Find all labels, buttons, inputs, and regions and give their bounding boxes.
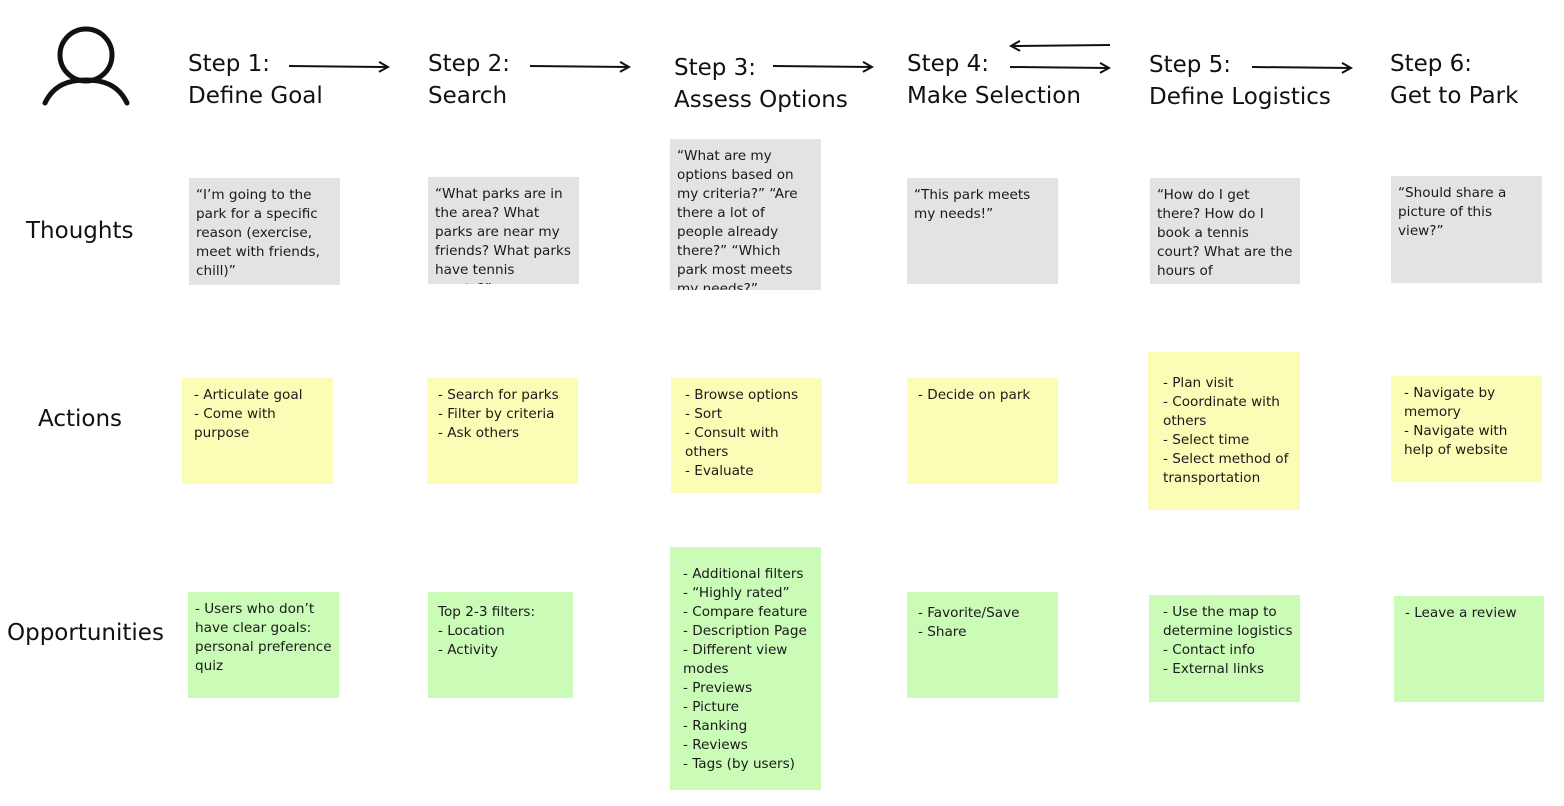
step-3-header: Step 3: Assess Options: [674, 52, 848, 116]
arrow-left-icon: [1011, 45, 1111, 46]
step-1-header: Step 1: Define Goal: [188, 48, 323, 112]
action-note: - Search for parks - Filter by criteria …: [427, 378, 578, 484]
step-4-header: Step 4: Make Selection: [907, 48, 1081, 112]
step-title: Make Selection: [907, 83, 1081, 109]
thought-note: “I’m going to the park for a specific re…: [189, 178, 340, 285]
step-title: Define Logistics: [1149, 84, 1331, 110]
step-title: Get to Park: [1390, 83, 1519, 109]
opportunity-note: - Leave a review: [1394, 596, 1544, 702]
action-note: - Decide on park: [907, 378, 1058, 484]
thought-note: “What parks are in the area? What parks …: [428, 177, 579, 284]
action-note: - Navigate by memory - Navigate with hel…: [1391, 376, 1542, 482]
step-connectors: [288, 0, 1564, 140]
user-icon: [42, 26, 130, 106]
step-5-header: Step 5: Define Logistics: [1149, 49, 1331, 113]
step-number: Step 4:: [907, 51, 990, 77]
opportunity-note: - Use the map to determine logistics - C…: [1149, 595, 1300, 702]
step-number: Step 3:: [674, 55, 757, 81]
row-label-thoughts: Thoughts: [26, 218, 134, 244]
arrow-right-icon: [529, 66, 629, 67]
arrow-right-icon: [288, 66, 388, 67]
action-note: - Articulate goal - Come with purpose: [182, 378, 333, 484]
step-title: Assess Options: [674, 87, 848, 113]
thought-note: “This park meets my needs!”: [907, 178, 1058, 284]
step-number: Step 5:: [1149, 52, 1232, 78]
opportunity-note: Top 2-3 filters: - Location - Activity: [428, 592, 573, 698]
arrow-right-icon: [1251, 67, 1351, 68]
action-note: - Browse options - Sort - Consult with o…: [671, 378, 822, 493]
arrow-right-icon: [772, 66, 872, 67]
step-2-header: Step 2: Search: [428, 48, 510, 112]
action-note: - Plan visit - Coordinate with others - …: [1148, 352, 1300, 510]
step-6-header: Step 6: Get to Park: [1390, 48, 1518, 112]
row-label-opportunities: Opportunities: [7, 620, 164, 646]
row-label-actions: Actions: [38, 406, 123, 432]
opportunity-note: - Users who don’t have clear goals: pers…: [188, 592, 339, 698]
step-title: Search: [428, 83, 508, 109]
arrow-right-icon: [1009, 67, 1109, 68]
thought-note: “What are my options based on my criteri…: [670, 139, 821, 290]
step-number: Step 2:: [428, 51, 511, 77]
step-number: Step 1:: [188, 51, 271, 77]
thought-note: “How do I get there? How do I book a ten…: [1150, 178, 1300, 284]
opportunity-note: - Additional filters - “Highly rated” - …: [670, 547, 821, 790]
step-number: Step 6:: [1390, 51, 1473, 77]
opportunity-note: - Favorite/Save - Share: [907, 592, 1058, 698]
thought-note: “Should share a picture of this view?”: [1391, 176, 1542, 283]
step-title: Define Goal: [188, 83, 323, 109]
